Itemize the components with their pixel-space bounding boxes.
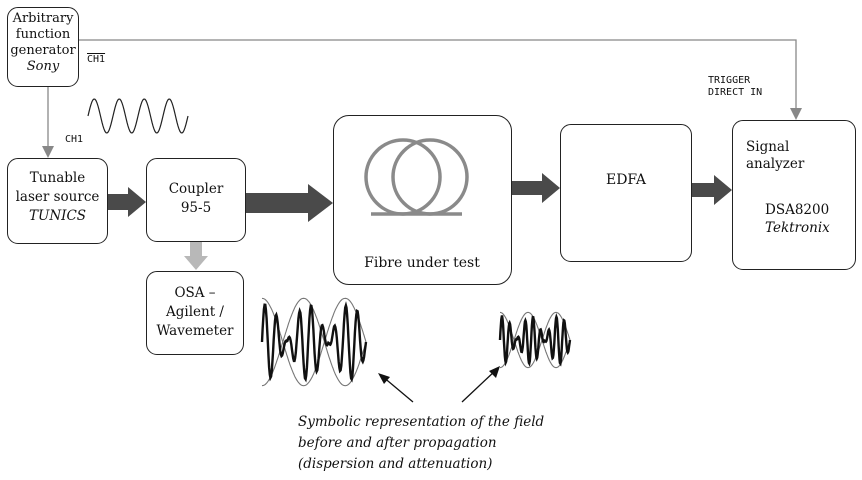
osa-line1: OSA – — [174, 285, 216, 301]
coupler-ratio: 95-5 — [180, 200, 212, 216]
edfa-label: EDFA — [605, 172, 647, 188]
ch1-arrowhead — [42, 146, 54, 158]
pointer-line-after — [461, 369, 497, 403]
edfa-box: EDFA — [560, 124, 692, 262]
field-carrier — [260, 301, 368, 383]
awg-line3: generator — [10, 43, 76, 58]
analyzer-line1: Signal — [746, 139, 790, 155]
awg-line1: Arbitrary — [12, 11, 74, 26]
fibre-label: Fibre under test — [364, 255, 480, 271]
fibre-coil-icon — [364, 138, 469, 216]
trigger-line — [79, 39, 797, 110]
caption-line1: Symbolic representation of the field — [298, 414, 545, 430]
trigger-arrowhead — [790, 108, 802, 120]
ch1-bar-label: CH1 — [87, 54, 106, 65]
trigger-direct-in-label: TRIGGER DIRECT IN — [708, 75, 762, 99]
ch1-label: CH1 — [65, 134, 84, 145]
coupler-box: Coupler 95-5 — [146, 158, 246, 242]
awg-line2: function — [15, 27, 71, 42]
field-caption: Symbolic representation of the field bef… — [298, 412, 544, 475]
pointer-arrowhead-after — [489, 366, 500, 378]
laser-brand: TUNICS — [28, 208, 87, 224]
laser-source-box: Tunable laser source TUNICS — [7, 158, 108, 244]
field-envelope-bottom — [261, 297, 367, 387]
analyzer-model: DSA8200 — [765, 202, 830, 218]
coupler-to-fibre-arrow — [246, 184, 333, 222]
laser-line2: laser source — [15, 189, 100, 205]
caption-line3: (dispersion and attenuation) — [298, 456, 493, 472]
edfa-to-analyzer-arrow — [692, 175, 732, 205]
laser-to-coupler-arrow — [108, 187, 146, 217]
analyzer-brand: Tektronix — [765, 220, 830, 236]
field-before-propagation — [260, 297, 368, 387]
modulation-sine-wave — [87, 98, 189, 134]
pointer-arrowhead-before — [378, 373, 390, 384]
laser-line1: Tunable — [29, 170, 86, 186]
signal-analyzer-box: Signal analyzer DSA8200 Tektronix — [732, 120, 856, 270]
osa-line2: Agilent / — [166, 304, 224, 320]
trigger-line2: DIRECT IN — [708, 87, 763, 98]
trigger-line1: TRIGGER — [708, 75, 751, 86]
fibre-under-test-box: Fibre under test — [333, 115, 512, 285]
osa-box: OSA – Agilent / Wavemeter — [146, 271, 244, 355]
analyzer-line2: analyzer — [746, 156, 805, 172]
fibre-to-edfa-arrow — [512, 173, 560, 203]
coupler-line1: Coupler — [168, 181, 224, 197]
function-generator-box: Arbitrary function generator Sony — [7, 7, 79, 87]
awg-brand: Sony — [26, 59, 60, 74]
field-after-propagation — [498, 311, 572, 369]
pointer-line-before — [381, 375, 414, 403]
field-carrier — [498, 312, 572, 367]
coupler-to-osa-arrow — [184, 242, 208, 270]
caption-line2: before and after propagation — [298, 435, 497, 451]
osa-line3: Wavemeter — [156, 323, 234, 339]
